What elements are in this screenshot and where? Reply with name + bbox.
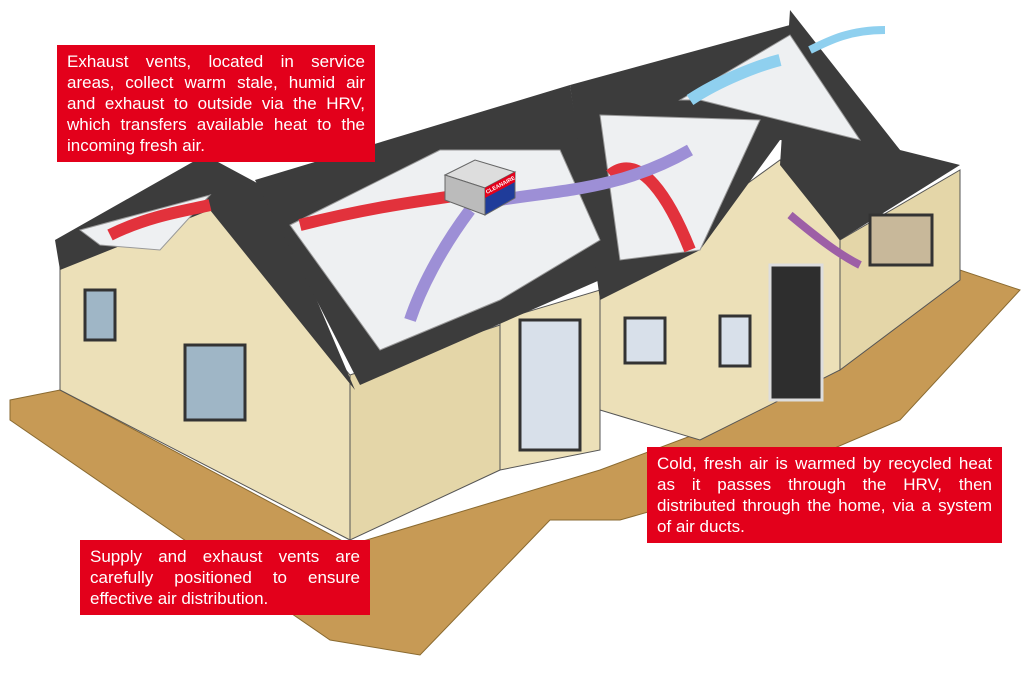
mixed-duct bbox=[499, 144, 693, 206]
window bbox=[83, 288, 117, 342]
exhaust-air-arrow bbox=[787, 211, 862, 269]
callout-fresh-air: Cold, fresh air is warmed by recycled he… bbox=[647, 447, 1002, 543]
front-door bbox=[768, 263, 824, 402]
window bbox=[718, 314, 752, 368]
callout-exhaust-vents: Exhaust vents, located in service areas,… bbox=[57, 45, 375, 162]
fresh-air-arrow bbox=[808, 26, 886, 54]
hrv-unit: CLEANAIRE bbox=[443, 159, 517, 216]
roof-far bbox=[780, 10, 960, 240]
mixed-duct bbox=[404, 206, 475, 322]
patio-door bbox=[518, 318, 582, 452]
cold-duct bbox=[686, 54, 782, 106]
window bbox=[868, 213, 934, 267]
window bbox=[183, 343, 247, 422]
warm-duct bbox=[606, 162, 696, 253]
warm-duct bbox=[107, 199, 212, 241]
window bbox=[623, 316, 667, 365]
callout-vent-positioning: Supply and exhaust vents are carefully p… bbox=[80, 540, 370, 615]
attic-cutaway-right bbox=[599, 114, 761, 261]
